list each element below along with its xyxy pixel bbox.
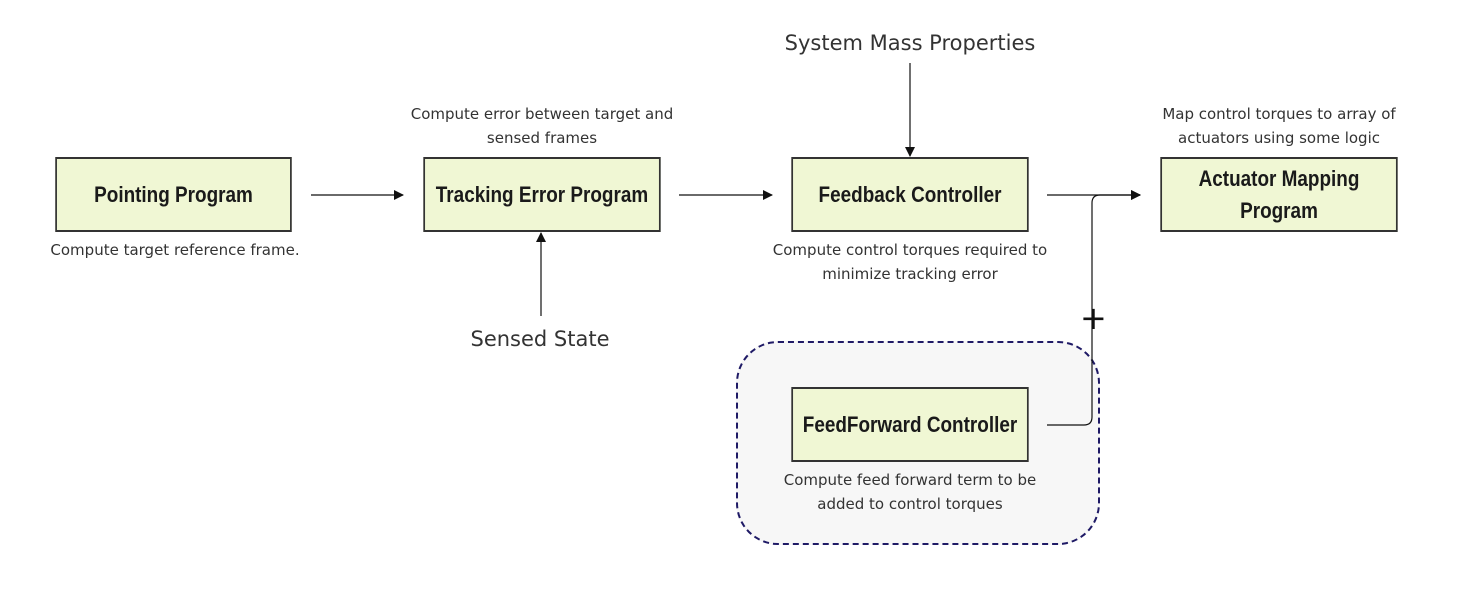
tracking-error-program-block: Tracking Error Program — [423, 157, 661, 232]
arrow-feedforward-to-sum — [1047, 190, 1141, 426]
feedforward-note: Compute feed forward term to be added to… — [783, 471, 1037, 513]
pointing-note: Compute target reference frame. — [50, 241, 300, 259]
pointing-program-label: Pointing Program — [94, 181, 253, 207]
feedback-controller-block: Feedback Controller — [791, 157, 1029, 232]
mass-properties-input: System Mass Properties — [784, 31, 1036, 55]
pointing-program-block: Pointing Program — [55, 157, 292, 232]
feedforward-controller-label: FeedForward Controller — [802, 411, 1018, 437]
tracking-note: Compute error between target and sensed … — [410, 105, 674, 147]
actuator-note: Map control torques to array of actuator… — [1162, 105, 1396, 147]
feedback-note: Compute control torques required to mini… — [772, 241, 1048, 283]
tracking-error-program-label: Tracking Error Program — [435, 181, 649, 207]
sensed-state-input: Sensed State — [470, 327, 610, 351]
feedback-controller-label: Feedback Controller — [818, 181, 1002, 207]
feedforward-controller-block: FeedForward Controller — [791, 387, 1029, 462]
actuator-mapping-program-label: Actuator Mapping Program — [1198, 165, 1360, 223]
actuator-mapping-program-block: Actuator Mapping Program — [1160, 157, 1398, 232]
summing-sign: + — [1080, 299, 1107, 337]
